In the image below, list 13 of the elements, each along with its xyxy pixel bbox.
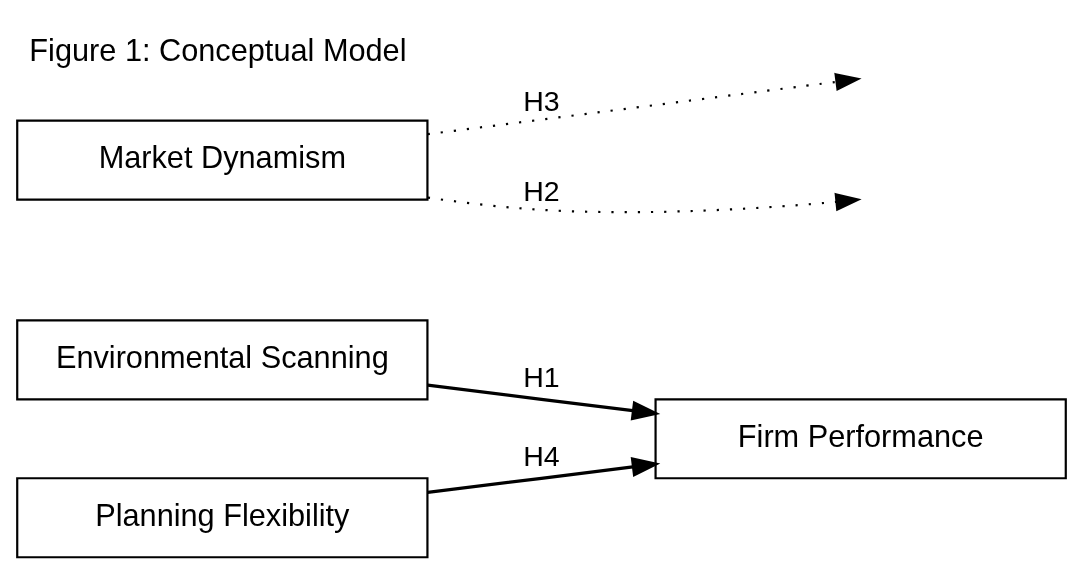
node-box: Environmental Scanning bbox=[16, 318, 429, 400]
node-box: Market Dynamism bbox=[16, 119, 429, 201]
arrow bbox=[427, 456, 661, 494]
edge-label: H2 bbox=[523, 174, 560, 207]
diagram-title: Figure 1: Conceptual Model bbox=[29, 32, 407, 68]
arrow bbox=[427, 192, 862, 213]
arrow bbox=[427, 382, 661, 420]
node-box: Planning Flexibility bbox=[16, 476, 429, 558]
arrow bbox=[427, 72, 862, 135]
node-box: Firm Performance bbox=[654, 397, 1067, 479]
edge-label: H1 bbox=[523, 360, 560, 393]
edge-label: H4 bbox=[523, 439, 560, 472]
edge-label: H3 bbox=[523, 84, 560, 117]
